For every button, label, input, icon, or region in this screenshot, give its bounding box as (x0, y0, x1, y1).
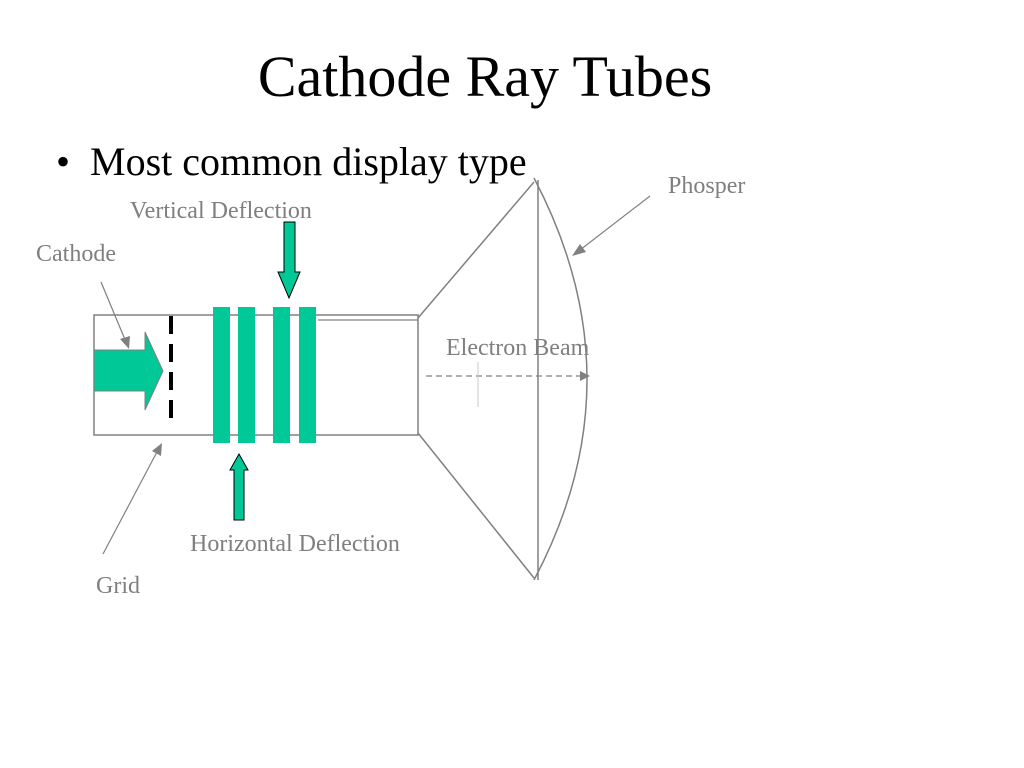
funnel-bottom-edge (417, 432, 535, 579)
phosphor-pointer-line (579, 195, 651, 251)
phosphor-pointer-head (572, 244, 586, 256)
deflection-plate (273, 307, 290, 443)
horizontal-deflection-label: Horizontal Deflection (190, 531, 400, 557)
horizontal-deflection-arrow (229, 452, 249, 521)
grid-pointer-head (152, 443, 162, 456)
cathode-pointer-head (120, 336, 130, 349)
electron-beam-arrowhead (580, 371, 590, 381)
electron-beam-label: Electron Beam (446, 335, 590, 361)
cathode-label: Cathode (36, 241, 116, 267)
deflection-plate (213, 307, 230, 443)
cathode-arrow (93, 331, 164, 411)
vertical-deflection-label: Vertical Deflection (130, 198, 312, 224)
grid-pointer-line (102, 449, 159, 555)
grid-label: Grid (96, 573, 140, 599)
cathode-pointer-line (100, 281, 127, 343)
bullet-dot: • (56, 139, 71, 184)
deflection-plate (238, 307, 255, 443)
slide-title: Cathode Ray Tubes (257, 44, 713, 109)
bullet-text: Most common display type (90, 139, 527, 184)
deflection-plate (299, 307, 316, 443)
bullet-item: • Most common display type (56, 140, 527, 184)
funnel-top-edge (417, 181, 535, 319)
phosphor-screen (533, 177, 588, 581)
phosphor-label: Phosper (668, 173, 746, 199)
vertical-deflection-arrow (277, 221, 301, 300)
